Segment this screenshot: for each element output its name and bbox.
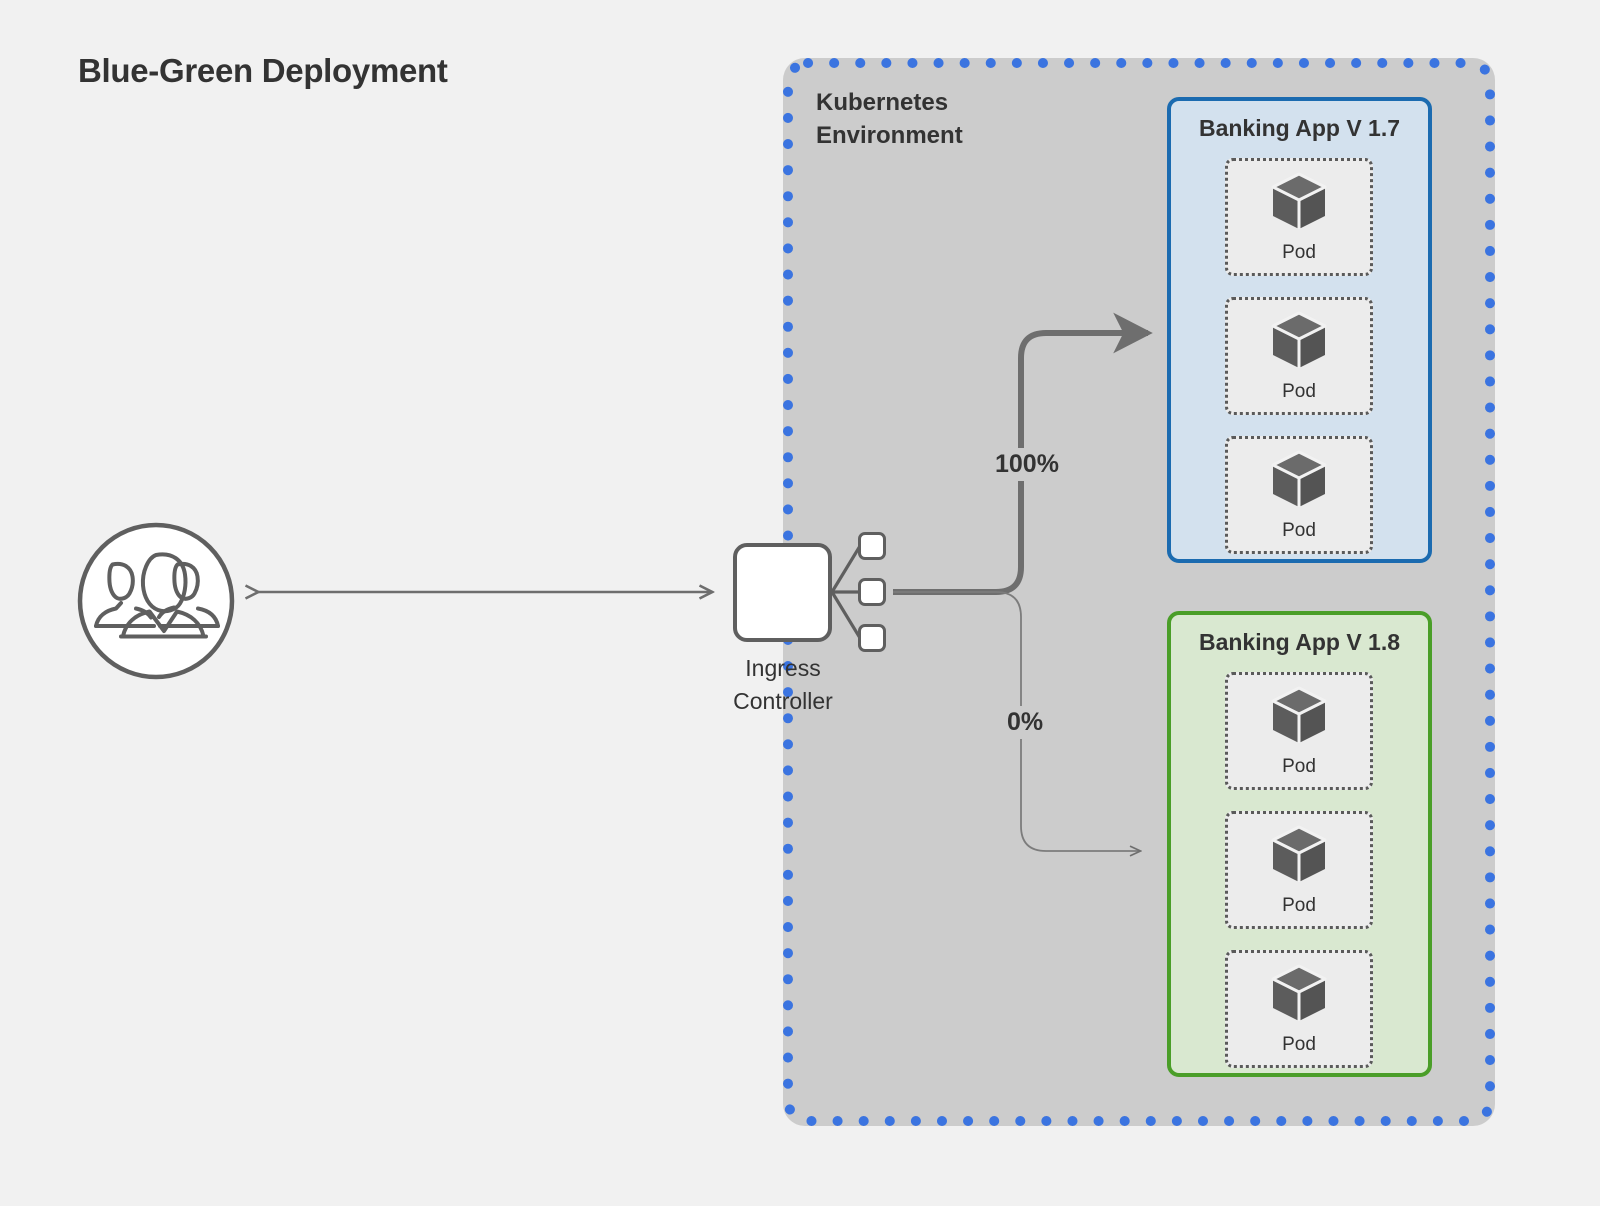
app-group-green[interactable]: Banking App V 1.8 Pod Pod Pod xyxy=(1167,611,1432,1077)
app-title-green: Banking App V 1.8 xyxy=(1198,629,1401,655)
pod-label: Pod xyxy=(1282,242,1316,263)
users-icon xyxy=(77,522,235,680)
ingress-controller-box[interactable] xyxy=(733,543,832,642)
page-title: Blue-Green Deployment xyxy=(78,52,448,89)
pod-box[interactable]: Pod xyxy=(1225,672,1373,790)
traffic-label-blue: 100% xyxy=(988,448,1066,481)
ingress-node-1[interactable] xyxy=(858,532,886,560)
cube-icon xyxy=(1271,686,1327,743)
cube-icon xyxy=(1271,825,1327,882)
ingress-node-2[interactable] xyxy=(858,578,886,606)
pod-box[interactable]: Pod xyxy=(1225,950,1373,1068)
pod-label: Pod xyxy=(1282,756,1316,777)
pod-label: Pod xyxy=(1282,895,1316,916)
pod-box[interactable]: Pod xyxy=(1225,811,1373,929)
app-group-blue[interactable]: Banking App V 1.7 Pod Pod Pod xyxy=(1167,97,1432,563)
pod-label: Pod xyxy=(1282,520,1316,541)
pod-label: Pod xyxy=(1282,381,1316,402)
ingress-controller-label: Ingress Controller xyxy=(733,655,833,714)
kubernetes-environment-label: Kubernetes Environment xyxy=(816,89,963,150)
cube-icon xyxy=(1271,311,1327,368)
traffic-label-green: 0% xyxy=(1000,706,1051,739)
cube-icon xyxy=(1271,964,1327,1021)
ingress-node-3[interactable] xyxy=(858,624,886,652)
ingress-fanout-lines xyxy=(830,545,862,639)
cube-icon xyxy=(1271,450,1327,507)
app-title-blue: Banking App V 1.7 xyxy=(1198,115,1401,141)
pod-box[interactable]: Pod xyxy=(1225,297,1373,415)
pod-label: Pod xyxy=(1282,1034,1316,1055)
pod-box[interactable]: Pod xyxy=(1225,158,1373,276)
pod-box[interactable]: Pod xyxy=(1225,436,1373,554)
cube-icon xyxy=(1271,172,1327,229)
